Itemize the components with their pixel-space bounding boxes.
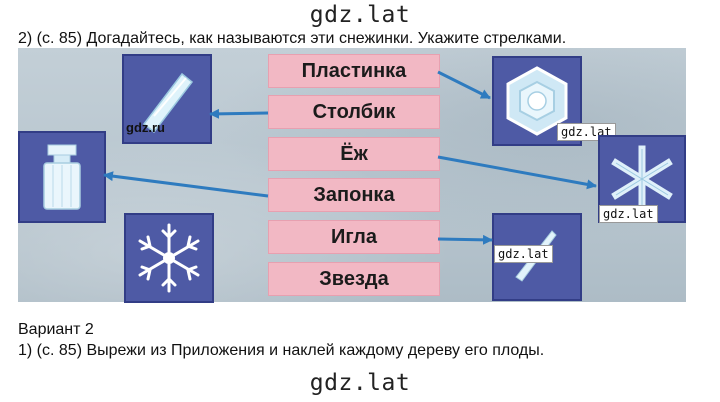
label-zvezda: Звезда — [268, 262, 440, 296]
task-text: 2) (с. 85) Догадайтесь, как называются э… — [18, 30, 567, 47]
watermark-needle: gdz.lat — [494, 245, 553, 263]
label-igla: Игла — [268, 220, 440, 254]
variant-task-text: 1) (с. 85) Вырежи из Приложения и наклей… — [18, 342, 545, 359]
watermark-top: gdz.lat — [309, 2, 411, 28]
label-stolbik: Столбик — [268, 95, 440, 129]
label-zaponka: Запонка — [268, 178, 440, 212]
watermark-hedgehog: gdz.lat — [599, 205, 658, 223]
cufflink-crystal-icon — [18, 131, 106, 223]
variant-title: Вариант 2 — [18, 321, 94, 338]
label-plastinka: Пластинка — [268, 54, 440, 88]
column-crystal-icon — [122, 54, 212, 144]
star-snowflake-icon — [124, 213, 214, 303]
watermark-gdz-ru: gdz.ru — [126, 120, 165, 135]
label-ezh: Ёж — [268, 137, 440, 171]
watermark-bottom: gdz.lat — [309, 370, 411, 396]
